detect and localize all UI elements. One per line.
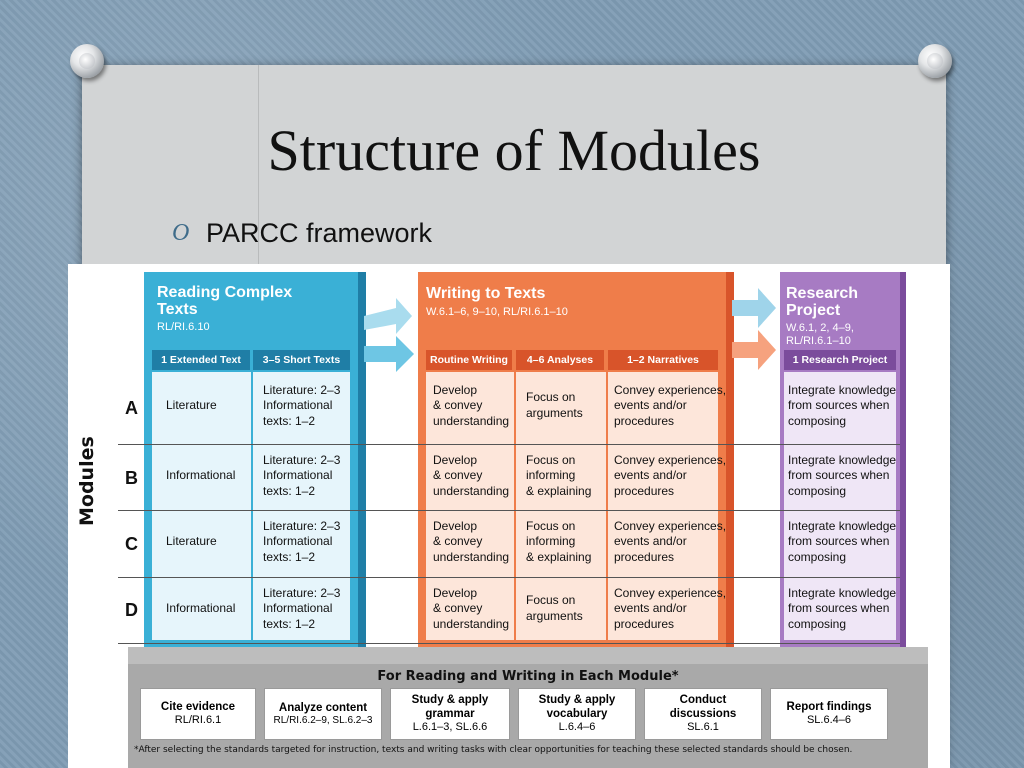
writing-standard: W.6.1–6, 9–10, RL/RI.6.1–10 (426, 306, 568, 318)
research-cells-bg (784, 372, 896, 640)
writing-divider-1 (514, 372, 516, 640)
reading-title: Reading Complex Texts (157, 284, 293, 318)
reading-short-c: Literature: 2–3 Informational texts: 1–2 (263, 518, 341, 564)
report-findings-standard: SL.6.4–6 (806, 714, 852, 727)
study-grammar-standard: L.6.1–3, SL.6.6 (412, 720, 488, 733)
arrow-lower (732, 330, 776, 370)
reading-short-b: Literature: 2–3 Informational texts: 1–2 (263, 452, 341, 498)
cite-evidence-standard: RL/RI.6.1 (174, 714, 222, 727)
writing-col-analyses: 4–6 Analyses (516, 350, 604, 370)
parcc-framework-diagram: Modules A B C D Reading Complex Texts RL… (68, 264, 950, 768)
report-findings-box: Report findings SL.6.4–6 (770, 688, 888, 740)
pushpin-right-icon (918, 44, 952, 78)
writing-narratives-a: Convey experiences, events and/or proced… (614, 382, 727, 428)
writing-analyses-a: Focus on arguments (526, 390, 583, 420)
writing-routine-d: Develop & convey understanding (433, 585, 510, 631)
pushpin-left-icon (70, 44, 104, 78)
research-standard: W.6.1, 2, 4–9, RL/RI.6.1–10 (786, 322, 854, 347)
slide-title: Structure of Modules (267, 118, 761, 183)
reading-col-short: 3–5 Short Texts (253, 350, 350, 370)
writing-col-narratives: 1–2 Narratives (608, 350, 718, 370)
research-cell-c: Integrate knowledge from sources when co… (788, 518, 897, 564)
analyze-content-standard: RL/RI.6.2–9, SL.6.2–3 (273, 714, 373, 726)
bottom-band-title: For Reading and Writing in Each Module* (377, 669, 679, 684)
cite-evidence-box: Cite evidence RL/RI.6.1 (140, 688, 256, 740)
writing-cells-bg (426, 372, 718, 640)
arrow-upper (364, 298, 412, 334)
writing-col-routine: Routine Writing (426, 350, 512, 370)
writing-title: Writing to Texts (426, 285, 546, 302)
writing-divider-2 (606, 372, 608, 640)
research-cell-b: Integrate knowledge from sources when co… (788, 452, 897, 498)
reading-short-a: Literature: 2–3 Informational texts: 1–2 (263, 382, 341, 428)
writing-analyses-b: Focus on informing & explaining (526, 452, 592, 498)
writing-analyses-d: Focus on arguments (526, 593, 583, 623)
conduct-discussions-label: Conduct discussions (669, 694, 737, 720)
row-letter-c: C (125, 534, 138, 554)
writing-routine-b: Develop & convey understanding (433, 452, 510, 498)
analyze-content-box: Analyze content RL/RI.6.2–9, SL.6.2–3 (264, 688, 382, 740)
conduct-discussions-standard: SL.6.1 (687, 720, 719, 733)
modules-axis-label: Modules (76, 436, 98, 526)
bottom-band-top (128, 647, 928, 665)
writing-narratives-d: Convey experiences, events and/or proced… (614, 585, 727, 631)
bullet-text: PARCC framework (206, 218, 433, 248)
research-col-project: 1 Research Project (784, 350, 896, 370)
reading-extended-a: Literature (166, 398, 217, 413)
study-grammar-box: Study & apply grammar L.6.1–3, SL.6.6 (390, 688, 510, 740)
arrow-upper (732, 288, 776, 328)
row-divider-bc (118, 510, 900, 511)
bullet-item: O PARCC framework (172, 218, 432, 249)
row-divider-cd (118, 577, 900, 578)
row-letter-a: A (125, 398, 138, 418)
research-title: Research Project (786, 285, 859, 319)
writing-analyses-c: Focus on informing & explaining (526, 518, 592, 564)
bullet-o-icon: O (172, 220, 190, 246)
reading-extended-c: Literature (166, 534, 217, 549)
writing-narratives-c: Convey experiences, events and/or proced… (614, 518, 727, 564)
study-vocabulary-label: Study & apply vocabulary (538, 694, 616, 720)
reading-col-extended: 1 Extended Text (152, 350, 250, 370)
research-cell-d: Integrate knowledge from sources when co… (788, 585, 897, 631)
report-findings-label: Report findings (786, 701, 872, 714)
analyze-content-label: Analyze content (278, 701, 368, 714)
study-grammar-label: Study & apply grammar (411, 694, 489, 720)
writing-routine-c: Develop & convey understanding (433, 518, 510, 564)
cite-evidence-label: Cite evidence (160, 701, 236, 714)
reading-extended-b: Informational (166, 468, 236, 483)
reading-extended-d: Informational (166, 601, 236, 616)
writing-routine-a: Develop & convey understanding (433, 382, 510, 428)
reading-standard: RL/RI.6.10 (157, 321, 210, 333)
arrows-writing-to-research (732, 288, 776, 370)
writing-narratives-b: Convey experiences, events and/or proced… (614, 452, 727, 498)
paper-fold-line (258, 65, 259, 265)
study-vocabulary-box: Study & apply vocabulary L.6.4–6 (518, 688, 636, 740)
arrows-reading-to-writing (364, 298, 414, 372)
row-letter-b: B (125, 468, 138, 488)
row-divider-bottom (118, 643, 900, 644)
bottom-footnote: *After selecting the standards targeted … (134, 745, 853, 755)
conduct-discussions-box: Conduct discussions SL.6.1 (644, 688, 762, 740)
row-letter-d: D (125, 600, 138, 620)
reading-short-d: Literature: 2–3 Informational texts: 1–2 (263, 585, 341, 631)
arrow-lower (364, 336, 414, 372)
row-divider-ab (118, 444, 900, 445)
research-cell-a: Integrate knowledge from sources when co… (788, 382, 897, 428)
study-vocabulary-standard: L.6.4–6 (558, 720, 596, 733)
reading-col-divider (251, 372, 253, 640)
